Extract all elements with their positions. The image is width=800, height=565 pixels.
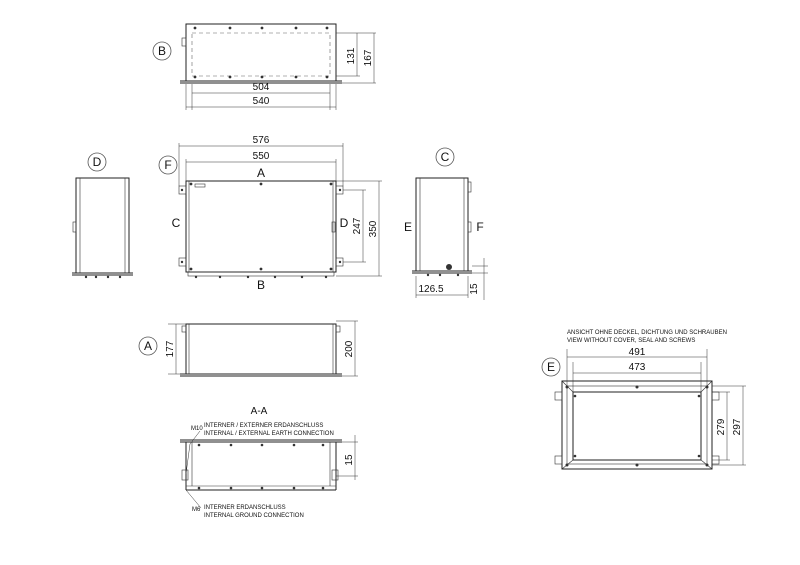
- dim-297: 297: [732, 418, 743, 435]
- face-b-label: B: [257, 278, 265, 292]
- view-e-marker: [541, 357, 561, 377]
- view-b-label: B: [158, 44, 166, 58]
- view-c-marker: [435, 147, 455, 167]
- m6-label: M6: [192, 507, 201, 513]
- dim-540: 540: [253, 96, 270, 107]
- internal-ground-de: INTERNER ERDANSCHLUSS: [204, 505, 286, 511]
- view-a: A 177 200: [138, 320, 358, 377]
- view-a-marker: [138, 336, 158, 356]
- dim-279: 279: [716, 418, 727, 435]
- view-f-marker: [158, 155, 178, 175]
- m10-label: M10: [191, 426, 203, 432]
- dim-491: 491: [629, 347, 646, 358]
- view-d-marker: [87, 152, 107, 172]
- view-b-inner-dashed: [191, 32, 331, 77]
- dim-section-15: 15: [344, 454, 355, 466]
- dim-167: 167: [363, 49, 374, 66]
- view-c-label: C: [441, 150, 450, 164]
- view-a-label: A: [144, 339, 152, 353]
- view-e: ANSICHT OHNE DECKEL, DICHTUNG UND SCHRAU…: [541, 330, 746, 470]
- section-title: A-A: [251, 406, 268, 417]
- external-earth-en: INTERNAL / EXTERNAL EARTH CONNECTION: [204, 431, 334, 437]
- view-f: F A B C D 576 550: [158, 135, 382, 292]
- nameplate: [194, 183, 206, 188]
- view-e-outline: [561, 380, 713, 470]
- section-a-a: A-A M10 INTERNER / EXTERNER ERDANSCHLUSS…: [180, 406, 358, 519]
- dim-200: 200: [344, 340, 355, 357]
- face-f-label: F: [476, 220, 483, 234]
- view-e-note-de: ANSICHT OHNE DECKEL, DICHTUNG UND SCHRAU…: [567, 330, 727, 336]
- dim-473: 473: [629, 362, 646, 373]
- view-b-outline: [185, 23, 337, 82]
- dim-177: 177: [165, 340, 176, 357]
- dim-247: 247: [352, 217, 363, 234]
- view-c: C E F 126.5 15: [404, 147, 488, 300]
- dim-350: 350: [368, 220, 379, 237]
- dim-131: 131: [346, 47, 357, 64]
- external-earth-de: INTERNER / EXTERNER ERDANSCHLUSS: [204, 423, 323, 429]
- view-a-outline: [185, 323, 337, 375]
- view-b: B 504 540 131 167: [152, 23, 376, 110]
- face-a-label: A: [257, 166, 265, 180]
- dim-504: 504: [253, 82, 270, 93]
- dim-576: 576: [253, 135, 270, 146]
- view-b-screws: [193, 26, 329, 79]
- view-e-label: E: [547, 360, 555, 374]
- view-f-label: F: [164, 158, 171, 172]
- view-b-marker: [152, 41, 172, 61]
- view-f-outline: [185, 180, 337, 273]
- face-d-label: D: [340, 216, 349, 230]
- view-e-note-en: VIEW WITHOUT COVER, SEAL AND SCREWS: [567, 338, 695, 344]
- dim-side-15: 15: [469, 283, 480, 295]
- view-c-outline: [415, 177, 469, 272]
- view-e-opening: [572, 391, 702, 461]
- view-d-label: D: [93, 155, 102, 169]
- dim-550: 550: [253, 151, 270, 162]
- face-c-label: C: [172, 216, 181, 230]
- dim-126-5: 126.5: [418, 284, 443, 295]
- view-d-outline: [75, 177, 130, 274]
- internal-ground-en: INTERNAL GROUND CONNECTION: [204, 513, 304, 519]
- view-d: D: [72, 152, 133, 279]
- face-e-label: E: [404, 220, 412, 234]
